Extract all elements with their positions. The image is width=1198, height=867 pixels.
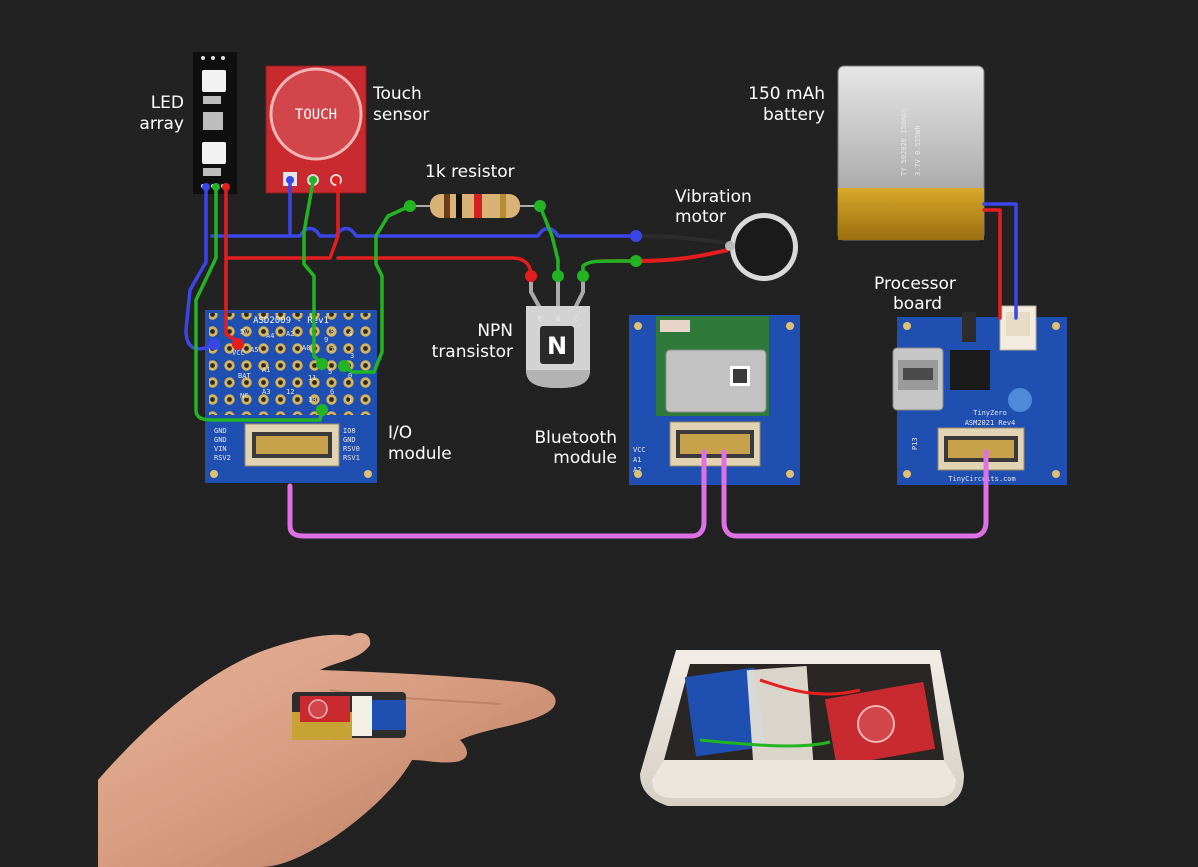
bt-pin-a1: A1 [633, 456, 641, 464]
led-array [193, 52, 237, 194]
label-led-array-1: LED [151, 93, 184, 113]
transistor-pin-e: E [538, 315, 542, 323]
component-labels: LED array Touch sensor 1k resistor Vibra… [139, 84, 955, 468]
bt-pin-a2: A2 [633, 466, 641, 474]
io-pin-9: 9 [324, 336, 328, 344]
io-pin-3: 3 [350, 352, 354, 360]
resistor [410, 194, 540, 218]
io-pin-12: 12 [286, 388, 294, 396]
transistor-letter: N [547, 332, 567, 360]
io-pin-10: 10 [308, 396, 316, 404]
processor-board: TinyZero ASM2021 Rev4 P13 TinyCircuits.c… [892, 305, 1067, 485]
label-resistor: 1k resistor [425, 162, 515, 182]
label-io-module-1: I/O [388, 423, 412, 443]
label-io-module-2: module [388, 444, 452, 464]
label-npn-1: NPN [477, 321, 513, 341]
label-touch-sensor-1: Touch [372, 84, 422, 104]
label-led-array-2: array [139, 114, 184, 134]
processor-maker: TinyCircuits.com [948, 475, 1015, 483]
small-device [292, 692, 406, 740]
box-photo [640, 650, 964, 806]
io-pin-a3: A3 [262, 388, 270, 396]
battery-cell-text-2: 3.7V 0.555Wh [914, 125, 922, 176]
io-pin-6: 6 [330, 388, 334, 396]
wire-green [194, 180, 638, 422]
io-right-rsv0: RSV0 [343, 445, 360, 453]
io-title: ASD2009 - Rev1 [253, 316, 329, 326]
io-pin-1: 1 [348, 396, 352, 404]
io-right-gnd: GND [343, 436, 356, 444]
io-pin-8: 8 [330, 328, 334, 336]
touch-sensor: TOUCH [265, 65, 367, 194]
label-battery-1: 150 mAh [748, 84, 825, 104]
transistor-pin-c: C [574, 315, 578, 323]
io-pin-a2: A2 [286, 330, 294, 338]
io-pin-4: 4 [348, 330, 352, 338]
io-left-gnd1: GND [214, 427, 227, 435]
io-pin-5v: 5V [240, 328, 249, 336]
processor-pin-p13: P13 [911, 437, 919, 450]
hand-photo [98, 633, 556, 867]
wires [184, 180, 1018, 539]
processor-name: TinyZero [973, 409, 1007, 417]
label-touch-sensor-2: sensor [373, 105, 429, 125]
label-vibration-motor-1: Vibration [675, 187, 752, 207]
wire-pink [287, 449, 989, 539]
io-left-gnd2: GND [214, 436, 227, 444]
label-npn-2: transistor [432, 342, 513, 362]
label-bluetooth-2: module [553, 448, 617, 468]
io-pin-a5: A5 [250, 346, 258, 354]
io-pin-11: 11 [308, 374, 316, 382]
io-right-io8: IO8 [343, 427, 356, 435]
bluetooth-module: VCC A1 A2 [629, 315, 800, 485]
io-pin-bat: BAT [238, 372, 251, 380]
label-battery-2: battery [763, 105, 825, 125]
io-pin-a1: A1 [262, 366, 270, 374]
processor-rev: ASM2021 Rev4 [965, 419, 1016, 427]
transistor-pin-b: B [556, 315, 560, 323]
io-pin-5: 5 [328, 368, 332, 376]
io-pin-vcc: VCC [232, 349, 245, 357]
touch-button-text: TOUCH [295, 107, 337, 123]
io-pin-a0: A0 [302, 344, 310, 352]
io-right-rsv1: RSV1 [343, 454, 360, 462]
label-processor-2: board [893, 294, 942, 314]
label-vibration-motor-2: motor [675, 207, 726, 227]
wire-dots [208, 200, 642, 416]
io-left-vin: VIN [214, 445, 227, 453]
io-pin-a4: A4 [266, 332, 274, 340]
label-processor-1: Processor [874, 274, 956, 294]
io-left-rsv2: RSV2 [214, 454, 231, 462]
battery-cell-text-1: TY 502020 150mAh [900, 109, 908, 176]
io-pin-0: 0 [348, 372, 352, 380]
io-pin-7: 7 [330, 346, 334, 354]
label-bluetooth-1: Bluetooth [534, 428, 617, 448]
vibration-motor [635, 213, 798, 281]
battery: TY 502020 150mAh 3.7V 0.555Wh [837, 65, 985, 241]
io-pin-nc: NC [240, 392, 248, 400]
bt-pin-vcc: VCC [633, 446, 646, 454]
npn-transistor: N E B C [526, 276, 590, 388]
